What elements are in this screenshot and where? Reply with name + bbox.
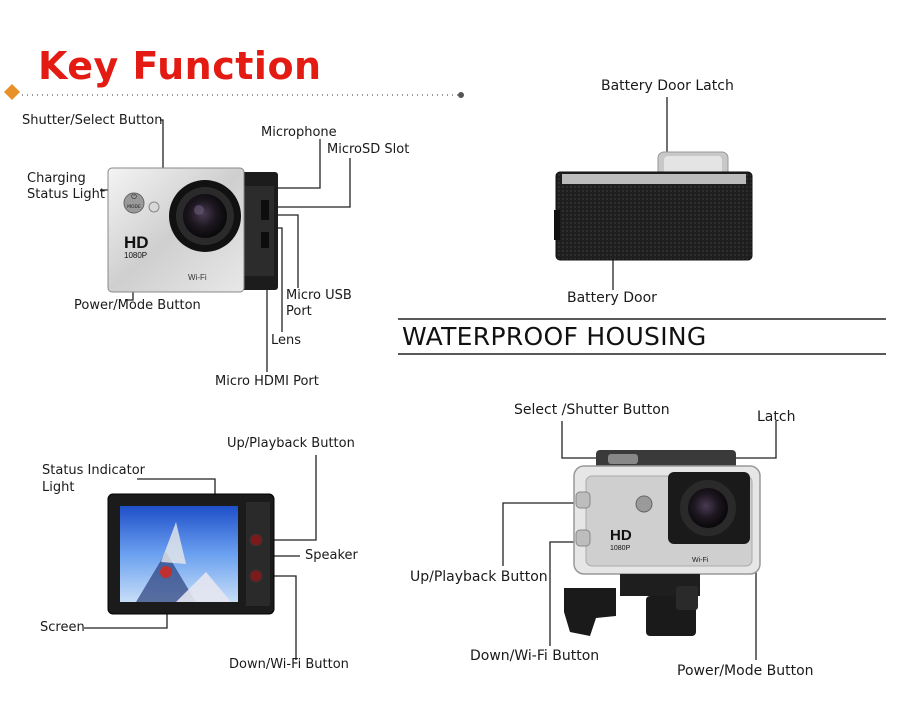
camera-back-illustration (107, 493, 275, 615)
label-housing-latch: Latch (757, 409, 796, 425)
housing-resolution-text: 1080P (610, 545, 631, 552)
label-battery-door-latch: Battery Door Latch (601, 78, 734, 94)
label-charging-line2: Status Light (27, 187, 105, 202)
label-up-playback: Up/Playback Button (227, 436, 355, 451)
camera-top-illustration (554, 151, 753, 261)
housing-wifi-text: Wi-Fi (692, 557, 709, 564)
label-screen: Screen (40, 620, 85, 635)
label-charging-line1: Charging (27, 171, 86, 186)
label-micro-hdmi: Micro HDMI Port (215, 374, 319, 389)
housing-illustration: HD 1080P Wi-Fi (564, 450, 761, 636)
label-usb-line1: Micro USB (286, 288, 352, 303)
wifi-text: Wi-Fi (188, 273, 207, 282)
label-microsd-slot: MicroSD Slot (327, 142, 410, 157)
label-status-indicator-line2: Light (42, 480, 75, 495)
hd-text: HD (124, 233, 149, 252)
label-housing-down-wifi: Down/Wi-Fi Button (470, 648, 600, 664)
mode-text: MODE (127, 204, 141, 210)
label-status-indicator-line1: Status Indicator (42, 463, 146, 478)
label-microphone: Microphone (261, 125, 337, 140)
label-lens: Lens (271, 333, 302, 348)
label-housing-select-shutter: Select /Shutter Button (514, 402, 670, 418)
label-battery-door: Battery Door (567, 290, 657, 306)
label-speaker: Speaker (305, 548, 358, 563)
diamond-icon (4, 84, 20, 100)
label-down-wifi: Down/Wi-Fi Button (229, 657, 349, 672)
camera-front-illustration: ⏻ MODE HD 1080P Wi-Fi (107, 167, 278, 293)
label-power-mode: Power/Mode Button (74, 298, 201, 313)
label-housing-power-mode: Power/Mode Button (677, 663, 814, 679)
housing-hd-text: HD (610, 527, 632, 544)
waterproof-housing-title: WATERPROOF HOUSING (402, 322, 707, 351)
resolution-text: 1080P (124, 251, 147, 260)
label-housing-up-playback: Up/Playback Button (410, 569, 548, 585)
svg-text:⏻: ⏻ (131, 193, 137, 201)
label-usb-line2: Port (286, 304, 312, 319)
page-title: Key Function (38, 44, 322, 88)
label-shutter-select: Shutter/Select Button (22, 113, 163, 128)
